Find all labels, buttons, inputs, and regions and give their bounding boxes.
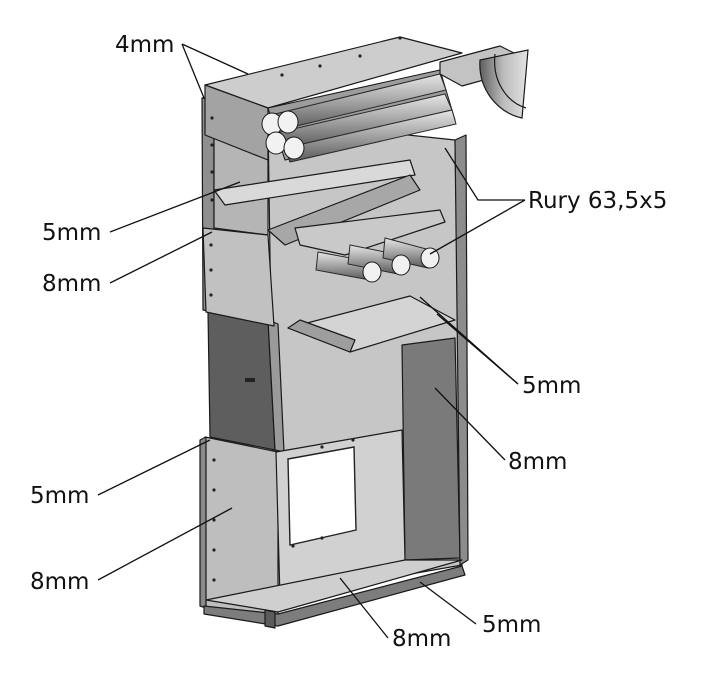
right-side-plate-edge bbox=[454, 134, 469, 566]
right-side-plate bbox=[401, 337, 461, 561]
baffle-middle bbox=[294, 209, 446, 256]
left-recess bbox=[207, 311, 276, 451]
pipe-end-4 bbox=[283, 136, 305, 160]
label-left-lower-8: 8mm bbox=[30, 569, 89, 595]
bottom-lip bbox=[203, 565, 466, 627]
baffle-upper bbox=[213, 159, 416, 206]
leader-lines bbox=[97, 43, 526, 639]
pipe-end-3 bbox=[265, 131, 287, 155]
label-top-sheet: 4mm bbox=[115, 32, 174, 58]
door-opening bbox=[287, 446, 357, 546]
pipe-end-2 bbox=[277, 110, 299, 134]
label-bottom-8: 8mm bbox=[392, 626, 451, 652]
labels: 4mm Rury 63,5x5 5mm 8mm 5mm 8mm 5mm 8mm … bbox=[30, 32, 667, 652]
bottom-plate bbox=[205, 559, 463, 613]
label-left-lower-5: 5mm bbox=[30, 483, 89, 509]
bolt-holes bbox=[209, 36, 402, 582]
middle-pipe-end-3 bbox=[420, 247, 440, 269]
label-right-side-8: 8mm bbox=[508, 449, 567, 475]
label-pipes: Rury 63,5x5 bbox=[528, 188, 667, 214]
baffle-lower-curl bbox=[287, 319, 356, 353]
top-cover-front bbox=[204, 84, 269, 161]
label-left-upper-8: 8mm bbox=[42, 271, 101, 297]
front-plate-middle bbox=[202, 227, 275, 327]
label-right-baffles-5: 5mm bbox=[522, 373, 581, 399]
label-bottom-5: 5mm bbox=[482, 612, 541, 638]
recess-slot bbox=[245, 378, 255, 382]
boiler-body bbox=[199, 36, 529, 629]
middle-pipe-end-2 bbox=[391, 254, 411, 276]
label-left-upper-5: 5mm bbox=[42, 220, 101, 246]
bottom-foot bbox=[264, 609, 276, 629]
exhaust-duct bbox=[479, 49, 529, 119]
exhaust-duct-rim bbox=[494, 53, 527, 109]
middle-pipe-end-1 bbox=[362, 261, 382, 283]
